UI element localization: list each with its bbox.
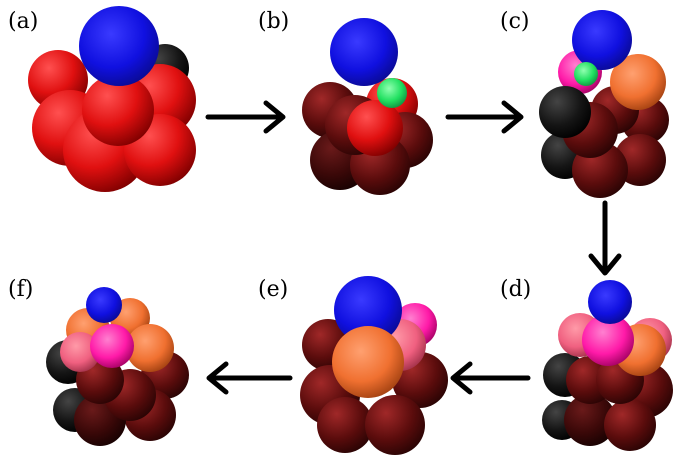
panel-label-a: (a) (8, 9, 38, 34)
sphere-dark-red (365, 395, 425, 455)
sphere-green (574, 62, 598, 86)
sphere-magenta (582, 314, 634, 366)
cluster-d (542, 280, 673, 451)
sphere-magenta (90, 324, 134, 368)
sphere-blue (86, 287, 122, 323)
cluster-b (302, 18, 433, 195)
sphere-green (377, 78, 407, 108)
sphere-dark-red (604, 399, 656, 451)
sphere-red (347, 100, 403, 156)
arrow-a-to-b (205, 100, 286, 134)
cluster-c (539, 10, 669, 198)
panel-label-f: (f) (8, 277, 33, 302)
sphere-pink (60, 332, 100, 372)
arrow-e-to-f (206, 361, 293, 395)
sphere-black (539, 86, 591, 138)
sphere-orange (332, 326, 404, 398)
sphere-blue (330, 18, 398, 86)
sphere-orange (610, 54, 666, 110)
arrow-c-to-d (588, 200, 622, 276)
cluster-f (46, 287, 189, 446)
sphere-blue (572, 10, 632, 70)
arrow-d-to-e (450, 361, 531, 395)
sphere-dark-red (317, 397, 373, 453)
sphere-darker-red (564, 394, 616, 446)
sphere-blue (79, 6, 159, 86)
panel-label-b: (b) (258, 9, 289, 34)
arrow-b-to-c (445, 100, 524, 134)
sphere-blue (334, 276, 402, 344)
sphere-orange (126, 324, 174, 372)
panel-label-c: (c) (500, 9, 530, 34)
sphere-red (82, 74, 154, 146)
panel-label-e: (e) (258, 277, 288, 302)
cluster-a (28, 6, 196, 192)
sphere-blue (588, 280, 632, 324)
panel-label-d: (d) (500, 277, 531, 302)
cluster-e (300, 276, 448, 455)
